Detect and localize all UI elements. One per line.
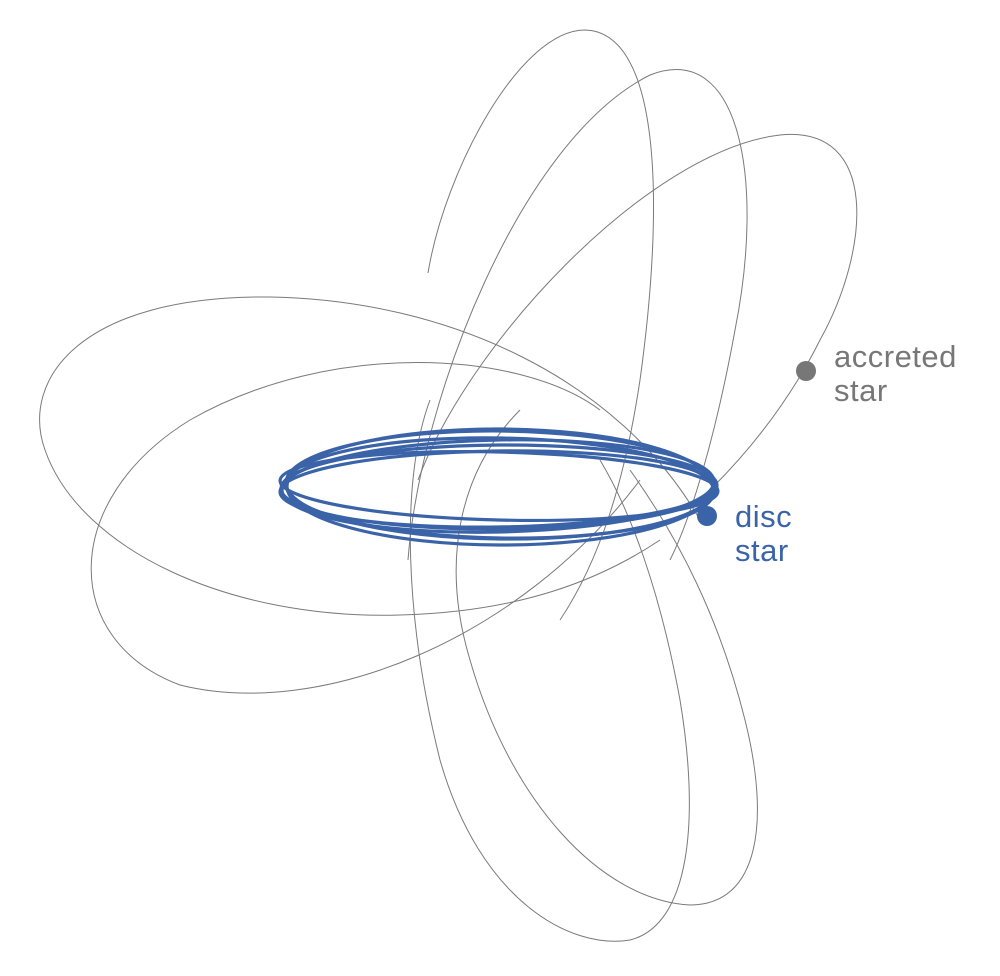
accreted-orbit-lobe-upper-right <box>417 134 858 489</box>
accreted-orbit-lobe-left-upper <box>39 296 701 616</box>
accreted-orbit-lobe-lower-right <box>455 409 758 906</box>
accreted-orbit-lobe-left-lower <box>90 362 641 694</box>
disc-star-label: disc star <box>735 500 792 568</box>
disc-star-marker <box>697 506 717 526</box>
disc-star-orbit <box>278 427 720 547</box>
accreted-star-orbit <box>39 29 858 942</box>
disc-star-label-line2: star <box>735 533 789 568</box>
disc-orbit-loop <box>285 427 715 547</box>
accreted-star-label-line2: star <box>834 373 888 408</box>
disc-orbit-loop <box>278 449 720 523</box>
accreted-star-marker <box>796 361 816 381</box>
accreted-orbit-lobe-upper-left <box>427 29 655 621</box>
accreted-orbit-lobe-upper-middle <box>407 69 748 561</box>
accreted-orbit-lobe-lower-left <box>409 399 690 942</box>
accreted-star-label: accreted star <box>834 340 957 408</box>
disc-star-label-line1: disc <box>735 499 793 534</box>
accreted-star-label-line1: accreted <box>834 339 957 374</box>
